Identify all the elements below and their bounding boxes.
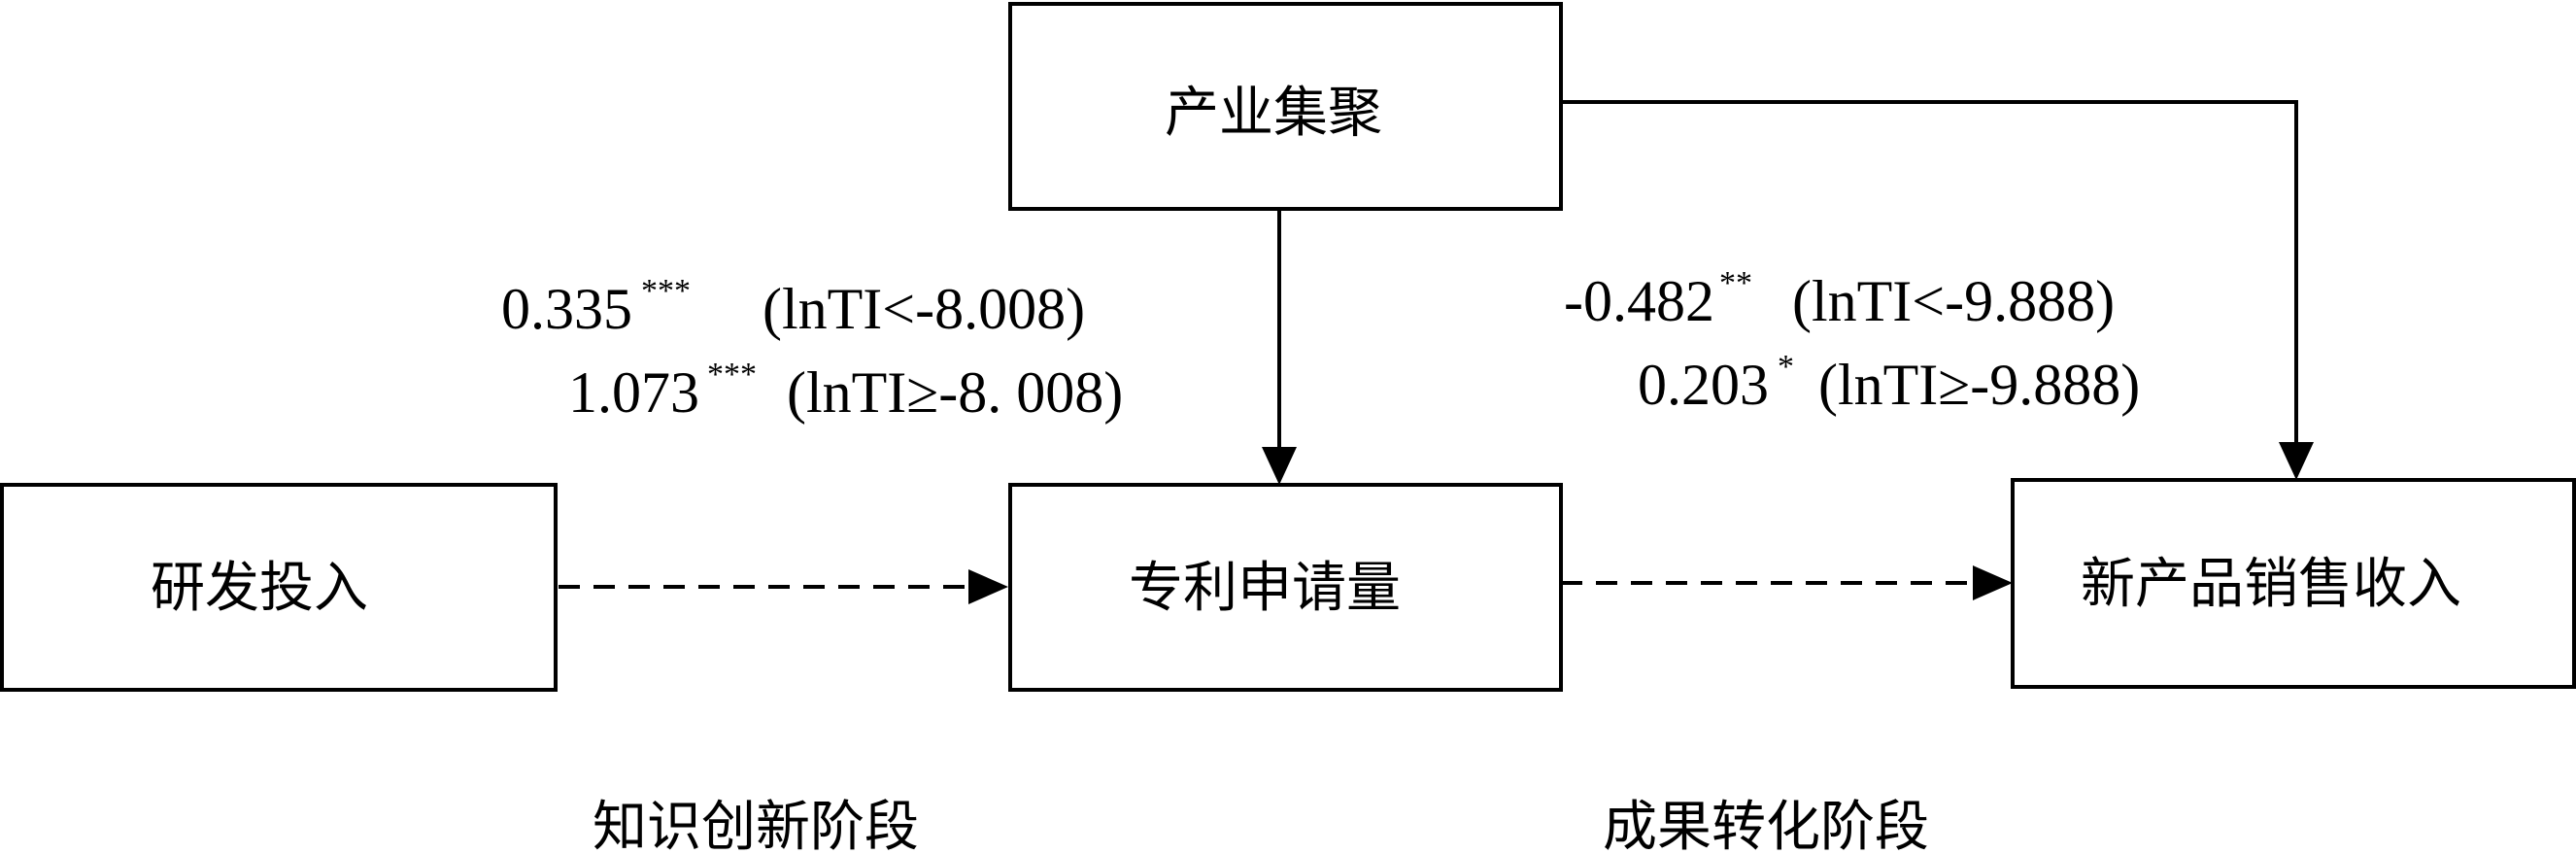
stage-label-knowledge-innovation: 知识创新阶段 [593, 796, 919, 854]
node-label: 专利申请量 [1129, 557, 1401, 620]
threshold-condition: (lnTI<-8.008) [763, 277, 1085, 341]
stage-label-achievement-transformation: 成果转化阶段 [1603, 796, 1929, 854]
significance-stars: *** [707, 357, 757, 393]
threshold-condition: (lnTI<-9.888) [1792, 269, 2115, 333]
node-industry-cluster: 产业集聚 [1008, 2, 1563, 211]
node-label: 研发投入 [151, 557, 368, 620]
coef-value: -0.482 [1564, 269, 1714, 333]
arrowhead-icon [1973, 565, 2013, 600]
arrowhead-icon [968, 569, 1008, 604]
coef-stage2-low: -0.482 ** (lnTI<-9.888) [1564, 265, 2115, 333]
arrowhead-icon [1262, 447, 1297, 485]
arrow-cluster-to-sales [1561, 100, 2298, 444]
arrowhead-icon [2279, 442, 2314, 480]
node-patent-applications: 专利申请量 [1008, 483, 1563, 692]
node-rd-input: 研发投入 [0, 483, 558, 692]
coef-stage2-high: 0.203 * (lnTI≥-9.888) [1638, 349, 2140, 417]
significance-stars: * [1778, 349, 1794, 385]
significance-stars: ** [1719, 265, 1752, 301]
significance-stars: *** [641, 273, 691, 309]
coef-stage1-low: 0.335 *** (lnTI<-8.008) [501, 273, 1085, 341]
coef-stage1-high: 1.073 *** (lnTI≥-8. 008) [568, 357, 1123, 425]
threshold-condition: (lnTI≥-8. 008) [787, 360, 1123, 425]
coef-value: 0.335 [501, 277, 632, 341]
coef-value: 1.073 [568, 360, 699, 425]
node-label: 新产品销售收入 [2081, 553, 2461, 616]
threshold-condition: (lnTI≥-9.888) [1818, 353, 2140, 417]
node-new-product-sales: 新产品销售收入 [2011, 478, 2576, 689]
node-label: 产业集聚 [1165, 82, 1382, 145]
coef-value: 0.203 [1638, 353, 1769, 417]
